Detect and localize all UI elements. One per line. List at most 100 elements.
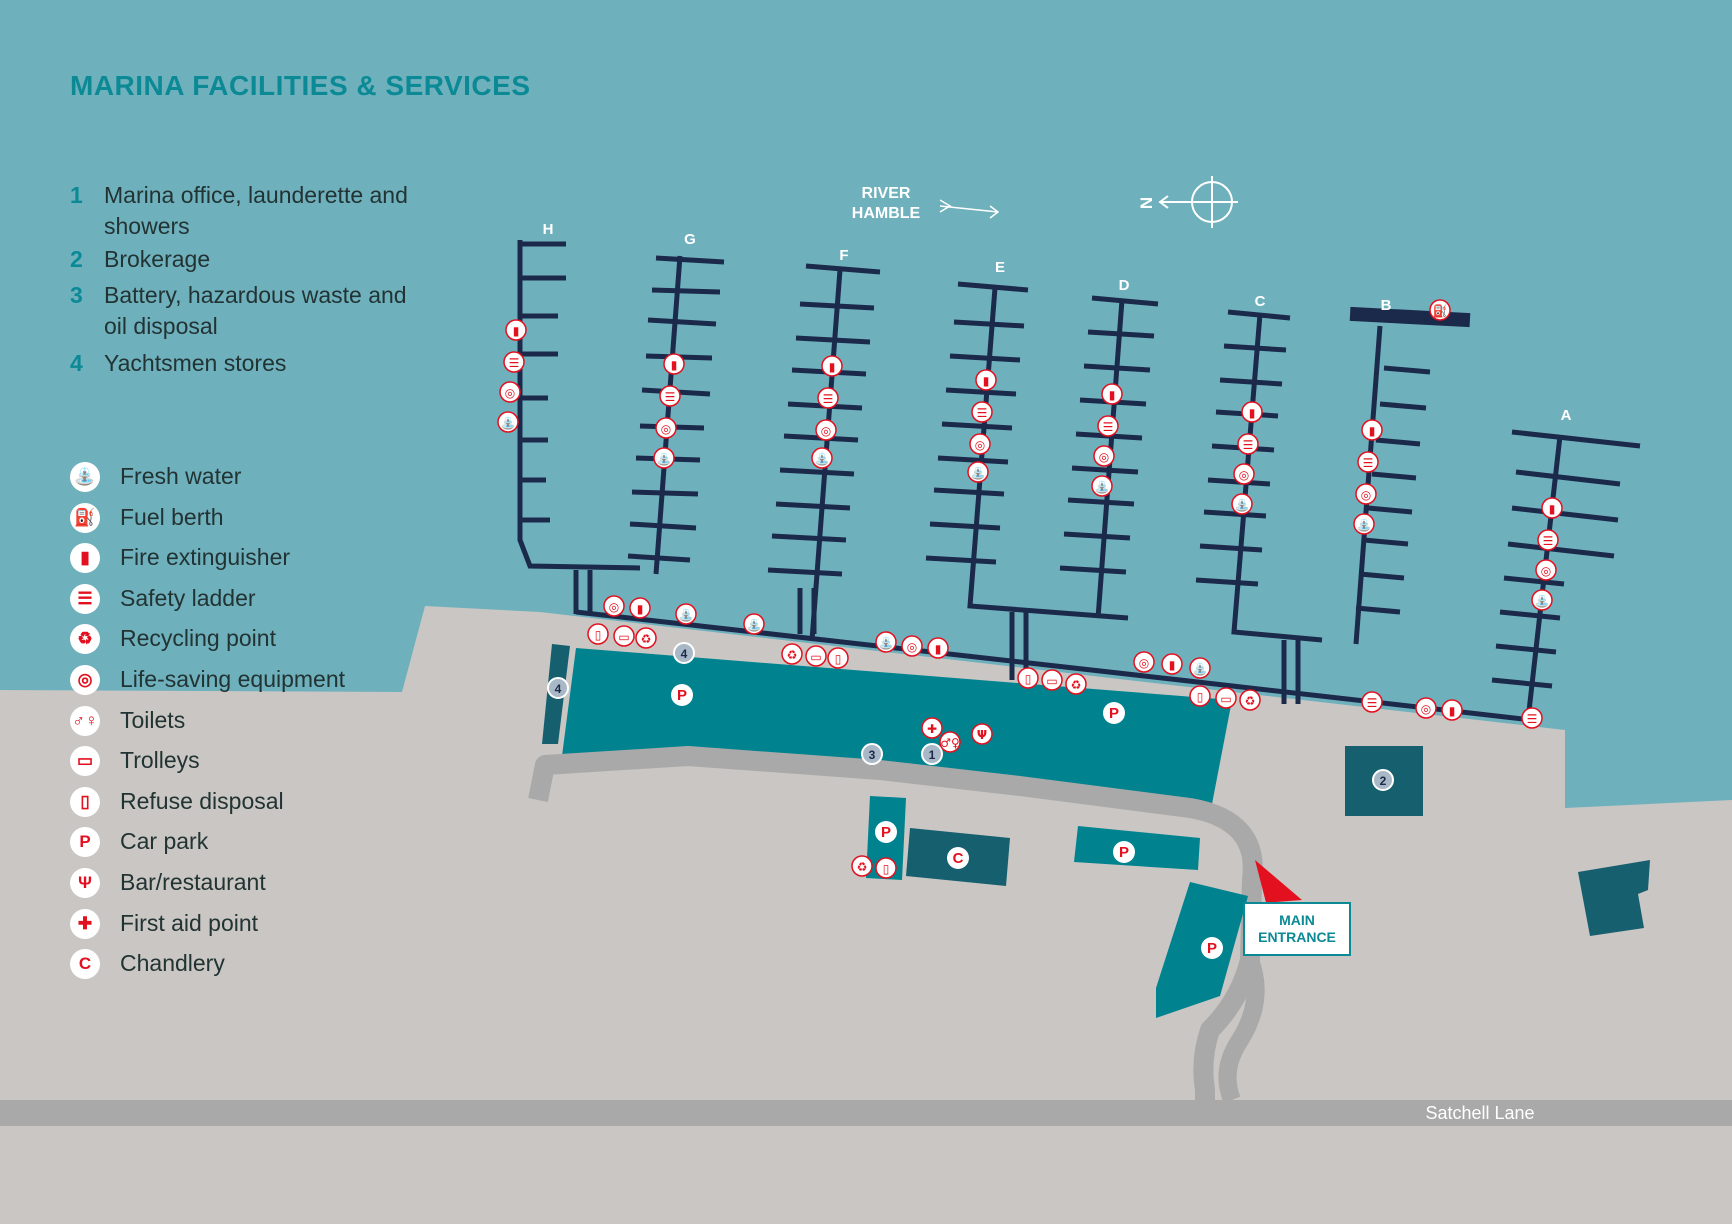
svg-text:▮: ▮ — [935, 642, 942, 656]
safety-ladder-icon: ☰ — [1357, 451, 1379, 473]
fuel-berth-icon: ⛽ — [1429, 299, 1451, 321]
svg-text:⛲: ⛲ — [815, 452, 830, 466]
legend-text: Recycling point — [120, 625, 276, 652]
pontoon-label-h: H — [543, 221, 554, 238]
svg-text:▮: ▮ — [983, 374, 990, 388]
refuse-disposal-icon: ▯ — [1017, 667, 1039, 689]
toilets-icon: ♂♀ — [939, 731, 961, 753]
legend-number: 2 — [70, 246, 83, 272]
car-park-middle — [1074, 826, 1200, 870]
svg-text:⛲: ⛲ — [679, 608, 694, 622]
fresh-water-icon: ⛲ — [875, 631, 897, 653]
building-4-west: 4 — [555, 682, 562, 696]
svg-text:◎: ◎ — [1099, 450, 1109, 464]
svg-text:◎: ◎ — [609, 600, 619, 614]
chandlery-icon: C — [70, 949, 100, 980]
svg-text:▮: ▮ — [1369, 424, 1376, 438]
svg-text:♂♀: ♂♀ — [940, 736, 960, 750]
legend-text: Marina office, launderette and showers — [104, 182, 408, 239]
safety-ladder-icon: ☰ — [503, 351, 525, 373]
road-name: Satchell Lane — [1425, 1103, 1534, 1123]
svg-text:⛲: ⛲ — [1357, 518, 1372, 532]
recycling-point-icon: ♻ — [781, 643, 803, 665]
svg-text:Ψ: Ψ — [977, 728, 987, 742]
bar-restaurant-icon: Ψ — [971, 723, 993, 745]
chandlery-marker: C — [953, 850, 964, 867]
fuel-berth-icon: ⛽ — [70, 502, 100, 533]
life-saving-icon: ◎ — [499, 381, 521, 403]
svg-text:♻: ♻ — [857, 860, 868, 874]
entrance-line1: MAIN — [1279, 912, 1315, 928]
legend-text: Safety ladder — [120, 584, 256, 611]
fire-extinguisher-icon: ▮ — [1361, 419, 1383, 441]
pontoon-label-c: C — [1255, 293, 1266, 310]
fire-extinguisher-icon: ▮ — [1541, 497, 1563, 519]
svg-text:☰: ☰ — [1527, 712, 1538, 726]
recycling-point-icon: ♻ — [1239, 689, 1261, 711]
svg-text:◎: ◎ — [1541, 564, 1551, 578]
safety-ladder-icon: ☰ — [1237, 433, 1259, 455]
svg-text:◎: ◎ — [1139, 656, 1149, 670]
life-saving-icon: ◎ — [1133, 651, 1155, 673]
safety-ladder-icon: ☰ — [659, 385, 681, 407]
trolleys-icon: ▭ — [613, 625, 635, 647]
car-park-icon: P — [70, 827, 100, 858]
svg-text:☰: ☰ — [1363, 456, 1374, 470]
fresh-water-icon: ⛲ — [811, 447, 833, 469]
fire-extinguisher-icon: ▮ — [629, 597, 651, 619]
land-area — [0, 606, 1732, 1224]
svg-text:▭: ▭ — [618, 630, 629, 644]
satchell-lane — [0, 1100, 1732, 1126]
fire-extinguisher-icon: ▮ — [1161, 653, 1183, 675]
car-park-marker-5: P — [1207, 940, 1217, 957]
life-saving-icon: ◎ — [70, 665, 100, 695]
legend-text: First aid point — [120, 909, 259, 936]
pontoon-label-e: E — [995, 259, 1005, 276]
refuse-disposal-icon: ▯ — [875, 857, 897, 879]
fresh-water-icon: ⛲ — [1231, 493, 1253, 515]
svg-text:▯: ▯ — [1025, 672, 1032, 686]
svg-text:▮: ▮ — [637, 602, 644, 616]
legend-text: Refuse disposal — [120, 787, 284, 814]
svg-text:♻: ♻ — [1071, 678, 1082, 692]
legend-text: Fresh water — [120, 463, 242, 489]
legend-text: Yachtsmen stores — [104, 350, 287, 376]
safety-ladder-icon: ☰ — [1537, 529, 1559, 551]
safety-ladder-icon: ☰ — [70, 583, 100, 614]
svg-text:▮: ▮ — [513, 324, 520, 338]
trolleys-icon: ▭ — [1215, 687, 1237, 709]
entrance-line2: ENTRANCE — [1258, 929, 1336, 945]
first-aid-icon: ✚ — [921, 717, 943, 739]
pontoon-label-g: G — [684, 231, 696, 248]
fresh-water-icon: ⛲ — [967, 461, 989, 483]
svg-text:♻: ♻ — [1245, 694, 1256, 708]
legend-number: 1 — [70, 182, 83, 208]
refuse-disposal-icon: ▯ — [70, 786, 100, 817]
fresh-water-icon: ⛲ — [1189, 657, 1211, 679]
river-label-line2: HAMBLE — [852, 205, 921, 222]
svg-text:⛲: ⛲ — [657, 452, 672, 466]
legend-number: 3 — [70, 282, 83, 308]
legend-text: Fire extinguisher — [120, 544, 291, 571]
safety-ladder-icon: ☰ — [1521, 707, 1543, 729]
svg-text:▮: ▮ — [1169, 658, 1176, 672]
svg-text:▮: ▮ — [1109, 388, 1116, 402]
svg-text:⛲: ⛲ — [1535, 594, 1550, 608]
svg-text:▭: ▭ — [810, 650, 821, 664]
recycling-point-icon: ♻ — [851, 855, 873, 877]
svg-text:▮: ▮ — [1249, 406, 1256, 420]
svg-text:☰: ☰ — [1243, 438, 1254, 452]
recycling-point-icon: ♻ — [1065, 673, 1087, 695]
life-saving-icon: ◎ — [901, 635, 923, 657]
fresh-water-icon: ⛲ — [1091, 475, 1113, 497]
legend-text: Life-saving equipment — [120, 666, 346, 692]
legend-text: Toilets — [120, 706, 186, 733]
svg-text:☰: ☰ — [1367, 696, 1378, 710]
pontoon-label-f: F — [839, 247, 848, 264]
svg-text:⛲: ⛲ — [1235, 498, 1250, 512]
refuse-disposal-icon: ▯ — [827, 647, 849, 669]
svg-text:◎: ◎ — [1421, 702, 1431, 716]
fire-extinguisher-icon: ▮ — [975, 369, 997, 391]
building-4-north: 4 — [681, 647, 688, 661]
svg-text:▯: ▯ — [835, 652, 842, 666]
